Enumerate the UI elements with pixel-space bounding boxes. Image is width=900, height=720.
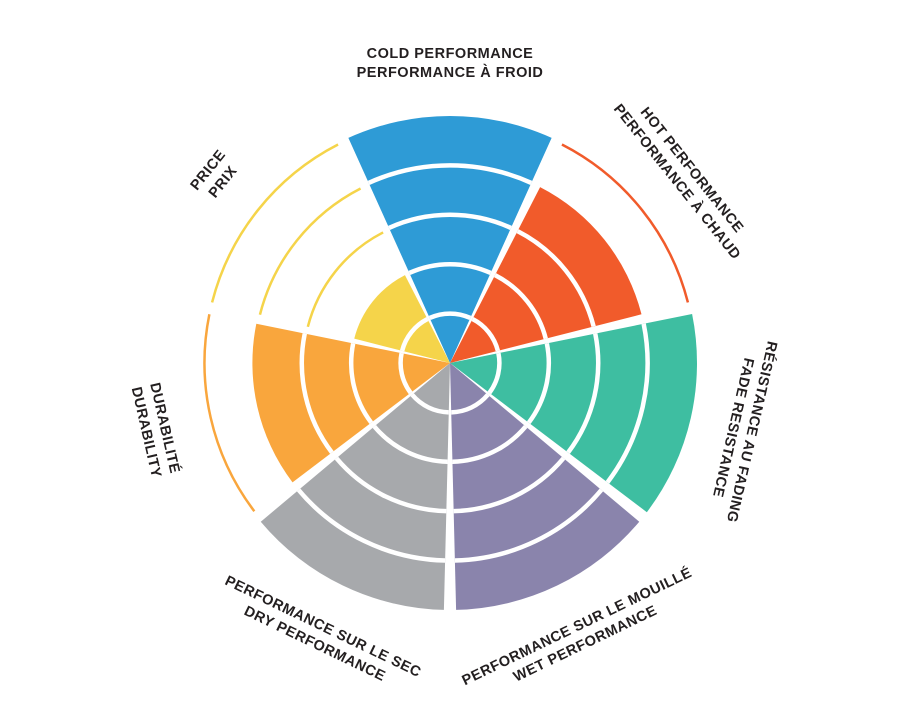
ring-divider-price-1	[399, 317, 429, 352]
unfilled-ring-arc-price-5	[210, 143, 339, 303]
ring-divider-wet-performance-2	[452, 425, 528, 465]
ring-divider-fade-resistance-2	[526, 342, 552, 425]
ring-divider-cold-performance-2	[408, 262, 492, 276]
ring-divider-dry-performance-3	[334, 456, 447, 514]
unfilled-ring-arc-durability-5	[203, 314, 256, 513]
label-fade-resistance: RÉSISTANCE AU FADINGFADE RESISTANCE	[704, 335, 780, 524]
label-line: PERFORMANCE À FROID	[357, 64, 544, 81]
ring-divider-cold-performance-4	[367, 163, 533, 185]
ring-divider-fade-resistance-1	[487, 352, 502, 395]
ring-divider-hot-performance-3	[516, 229, 596, 328]
unfilled-ring-arc-hot-performance-5	[561, 143, 690, 303]
unfilled-ring-arc-price-4	[258, 187, 362, 315]
ring-divider-hot-performance-2	[494, 273, 548, 340]
label-line: PERFORMANCE À CHAUD	[610, 101, 744, 263]
sector-price	[354, 275, 450, 363]
label-hot-performance: HOT PERFORMANCEPERFORMANCE À CHAUD	[610, 90, 758, 263]
label-cold-performance: COLD PERFORMANCE PERFORMANCE À FROID	[357, 46, 544, 81]
ring-divider-fade-resistance-3	[566, 333, 601, 454]
ring-divider-dry-performance-1	[410, 393, 449, 415]
ring-divider-hot-performance-1	[471, 317, 501, 352]
unfilled-ring-arc-price-3	[306, 231, 384, 328]
ring-divider-fade-resistance-4	[605, 323, 650, 484]
label-durability: DURABILITÉDURABILITY	[128, 381, 184, 479]
label-line: COLD PERFORMANCE	[367, 46, 534, 62]
ring-divider-dry-performance-4	[296, 488, 446, 563]
ring-divider-wet-performance-4	[454, 488, 604, 563]
label-price: PRICEPRIX	[188, 147, 245, 205]
sector-cold-performance	[348, 115, 552, 363]
label-line: HOT PERFORMANCE	[637, 104, 747, 236]
ring-divider-wet-performance-1	[451, 393, 490, 415]
ring-divider-wet-performance-3	[453, 456, 566, 514]
ring-divider-durability-1	[398, 352, 413, 395]
ring-divider-dry-performance-2	[372, 425, 448, 465]
sector-dry-performance	[260, 363, 450, 610]
ring-divider-durability-3	[299, 333, 334, 454]
ring-divider-cold-performance-1	[428, 311, 472, 321]
sector-fade-resistance	[450, 314, 697, 513]
ring-divider-cold-performance-3	[388, 212, 512, 230]
ring-divider-durability-2	[348, 342, 374, 425]
sector-wet-performance	[450, 363, 640, 610]
